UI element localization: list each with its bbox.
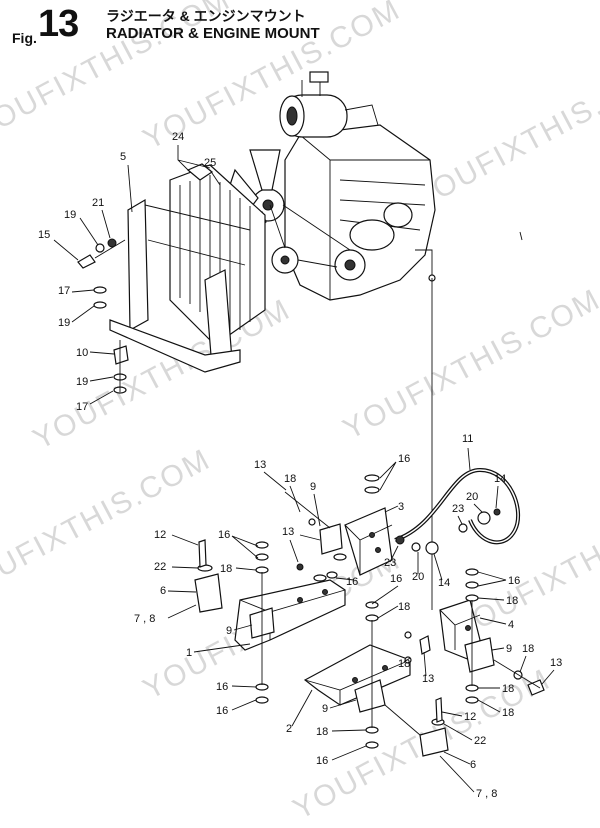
engine-assembly [229,71,436,301]
callout-label: 9 [322,703,328,715]
callout-label: 18 [284,473,296,485]
callout-label: 18 [316,726,328,738]
callout-label: 4 [508,619,514,631]
callout-label: 3 [398,501,404,513]
callout-label: 18 [506,595,518,607]
callout-label: 13 [550,657,562,669]
radiator-hardware [77,238,129,394]
figure-title-japanese: ラジエータ & エンジンマウント [106,8,306,24]
callout-label: 16 [316,755,328,767]
callout-label: 18 [220,563,232,575]
callout-label: 20 [412,571,424,583]
callout-label: 14 [494,473,506,485]
callout-label: 13 [254,459,266,471]
callout-label: 18 [398,601,410,613]
figure-number: 13 [38,3,79,45]
callout-label: 6 [470,759,476,771]
watermark-text: YOUFIXTHIS.COM [338,283,600,447]
callout-label: 18 [398,658,410,670]
callout-label: 19 [76,376,88,388]
callout-label: 19 [58,317,70,329]
callout-label: 7 , 8 [134,613,155,625]
leader-line [519,231,523,241]
callout-label: 2 [286,723,292,735]
callout-label: 22 [154,561,166,573]
engine-mount-4 [439,568,545,704]
callout-label: 16 [346,576,358,588]
callout-label: 16 [216,705,228,717]
figure-title-english: RADIATOR & ENGINE MOUNT [106,25,320,42]
engine-mount-1 [194,539,346,704]
callout-label: 15 [38,229,50,241]
engine-mount-bracket-3 [284,474,393,582]
watermark-text: YOUFIXTHIS.COM [408,53,600,217]
callout-label: 6 [160,585,166,597]
callout-label: 7 , 8 [476,788,497,800]
watermark-text: YOUFIXTHIS.COM [0,443,216,607]
callout-label: 12 [154,529,166,541]
callout-label: 9 [310,481,316,493]
callout-leaders [53,145,555,793]
callout-label: 16 [390,573,402,585]
callout-label: 23 [452,503,464,515]
callout-label: 10 [76,347,88,359]
callout-label: 16 [398,453,410,465]
callout-label: 16 [218,529,230,541]
callout-label: 13 [282,526,294,538]
engine-mount-2 [303,601,449,757]
callout-label: 19 [64,209,76,221]
callout-label: 12 [464,711,476,723]
callout-label: 25 [204,157,216,169]
callout-label: 13 [422,673,434,685]
callout-label: 5 [120,151,126,163]
callout-label: 18 [522,643,534,655]
callout-labels: 24 25 5 21 19 15 17 19 10 19 17 11 16 13… [38,131,562,800]
callout-label: 18 [502,683,514,695]
callout-label: 1 [186,647,192,659]
callout-label: 22 [474,735,486,747]
callout-label: 24 [172,131,184,143]
callout-label: 21 [92,197,104,209]
callout-label: 18 [502,707,514,719]
radiator-assembly [109,163,266,373]
callout-label: 9 [226,625,232,637]
callout-label: 14 [438,577,450,589]
callout-label: 17 [58,285,70,297]
figure-prefix: Fig. [12,30,37,46]
callout-label: 9 [506,643,512,655]
callout-label: 11 [462,433,473,445]
callout-label: 20 [466,491,478,503]
callout-label: 23 [384,557,396,569]
callout-label: 16 [508,575,520,587]
callout-label: 17 [76,401,88,413]
callout-label: 16 [216,681,228,693]
